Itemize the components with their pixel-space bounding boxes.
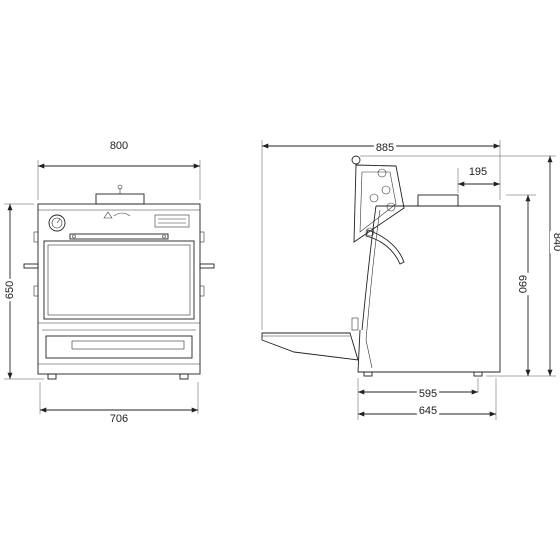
dim-side-overall-height: 840 [551, 233, 560, 251]
side-foot-left [363, 371, 373, 377]
side-dimensions: 885 195 840 690 595 645 [261, 140, 560, 420]
side-lever-arm [365, 229, 405, 265]
door-knob-top [351, 155, 361, 165]
ash-drawer [45, 335, 193, 359]
dim-front-height: 650 [4, 281, 16, 299]
front-dimensions: 800 650 706 [3, 139, 201, 426]
front-door-handle [69, 233, 169, 240]
right-lever [199, 263, 215, 269]
front-door [43, 240, 195, 320]
side-tray [261, 332, 359, 361]
side-door-open [353, 164, 405, 243]
dim-front-width-top: 800 [110, 140, 128, 152]
front-foot-right [179, 373, 189, 380]
dim-side-top-offset: 195 [469, 166, 487, 178]
logo-mark-icon [103, 211, 113, 219]
temperature-gauge-icon [48, 214, 66, 232]
side-view [261, 155, 501, 377]
dim-side-base-outer: 645 [419, 405, 437, 417]
front-label-plate [154, 214, 190, 228]
side-foot-right [473, 371, 483, 377]
front-foot-left [47, 373, 57, 380]
dim-side-base-inner: 595 [419, 388, 437, 400]
side-chimney [417, 194, 459, 207]
side-body [357, 205, 501, 373]
left-lever [23, 263, 39, 269]
dim-front-width-bottom: 706 [110, 413, 128, 425]
front-chimney [95, 193, 145, 205]
dim-side-body-height: 690 [516, 275, 528, 293]
dim-side-overall-width: 885 [376, 142, 394, 154]
front-view [23, 184, 215, 380]
